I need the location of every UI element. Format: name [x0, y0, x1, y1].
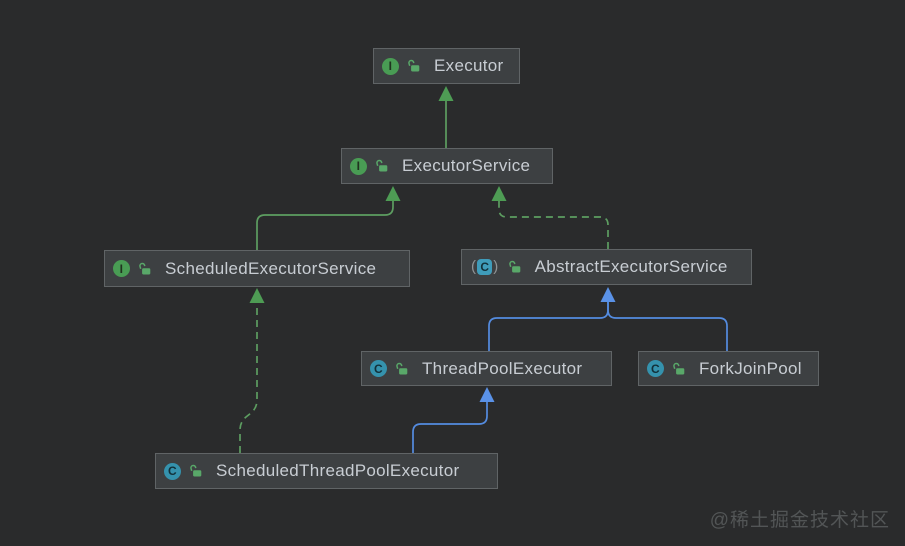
edge-scheduledthreadpoolexecutor-extends-threadpoolexecutor — [412, 402, 488, 453]
arrowhead-scheduledthreadpoolexecutor-extends-threadpoolexecutor — [479, 387, 495, 402]
arrowhead-scheduledthreadpoolexecutor-implements-scheduledexecutorservice — [249, 288, 265, 303]
node-label: ExecutorService — [402, 156, 531, 175]
node-thread-pool-executor[interactable]: C ThreadPoolExecutor — [361, 351, 612, 386]
node-abstract-executor-service[interactable]: (C) AbstractExecutorService — [461, 249, 752, 285]
arrowhead-scheduledexecutorservice-extends-executorservice — [385, 186, 401, 201]
edge-forkjoinpool-extends-abstractexecutorservice — [607, 302, 728, 351]
interface-icon: I — [113, 260, 130, 277]
lock-icon — [376, 159, 388, 172]
interface-icon: I — [350, 157, 367, 175]
lock-icon — [673, 362, 685, 374]
edge-scheduledexecutorservice-extends-executorservice — [256, 201, 394, 250]
abstract-class-icon: (C) — [471, 257, 499, 275]
node-executor-service[interactable]: I ExecutorService — [341, 148, 553, 184]
lock-icon — [139, 262, 151, 274]
edge-abstractexecutorservice-implements-executorservice — [498, 201, 609, 249]
class-icon: C — [370, 360, 387, 377]
lock-icon — [396, 362, 408, 374]
node-fork-join-pool[interactable]: C ForkJoinPool — [638, 351, 819, 386]
node-scheduled-executor-service[interactable]: I ScheduledExecutorService — [104, 250, 410, 287]
node-label: ScheduledExecutorService — [165, 258, 377, 278]
arrowhead-threadpoolexecutor-extends-abstractexecutorservice — [600, 287, 616, 302]
node-label: ThreadPoolExecutor — [422, 358, 583, 378]
node-label: ForkJoinPool — [699, 358, 802, 378]
node-label: Executor — [434, 56, 504, 75]
arrowhead-executorservice-extends-executor — [438, 86, 454, 101]
node-label: ScheduledThreadPoolExecutor — [216, 461, 460, 480]
class-icon: C — [164, 462, 181, 480]
watermark: @稀土掘金技术社区 — [709, 510, 890, 531]
node-scheduled-thread-pool-executor[interactable]: C ScheduledThreadPoolExecutor — [155, 453, 498, 489]
class-icon: C — [647, 360, 664, 377]
node-label: AbstractExecutorService — [534, 257, 728, 276]
edge-threadpoolexecutor-extends-abstractexecutorservice — [488, 302, 609, 351]
lock-icon — [508, 260, 520, 273]
lock-icon — [408, 59, 420, 72]
edge-scheduledthreadpoolexecutor-implements-scheduledexecutorservice — [239, 303, 258, 453]
lock-icon — [190, 464, 202, 477]
arrowhead-abstractexecutorservice-implements-executorservice — [491, 186, 507, 201]
node-executor[interactable]: I Executor — [373, 48, 520, 84]
interface-icon: I — [382, 57, 399, 75]
